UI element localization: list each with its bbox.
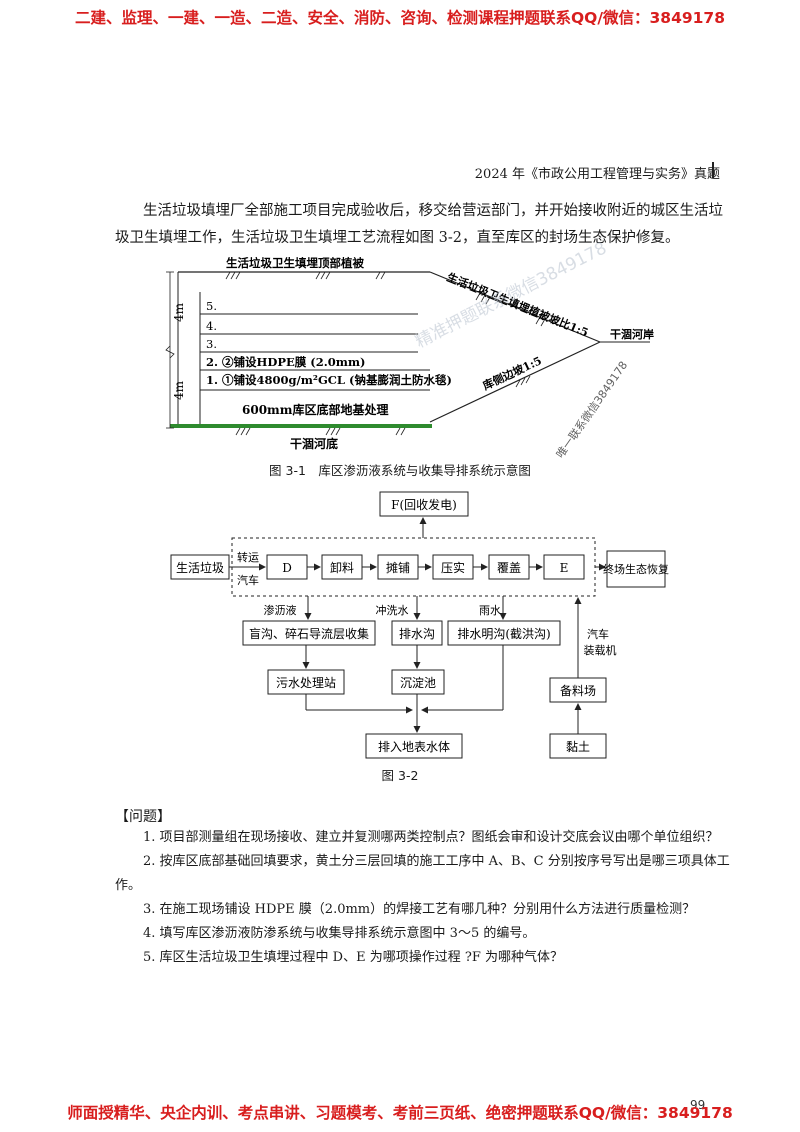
node-spread: 摊铺 [386, 561, 410, 575]
node-f: F(回收发电) [391, 497, 457, 512]
figure-3-2-caption: 图 3-2 [381, 768, 419, 783]
node-settling: 沉淀池 [400, 676, 436, 690]
top-label: 生活垃圾卫生填埋顶部植被 [226, 256, 364, 270]
label-washwater: 冲洗水 [376, 603, 409, 617]
layer-1: 1. ①铺设4800g/m²GCL (钠基膨润土防水毯) [206, 373, 452, 387]
node-d: D [282, 561, 292, 575]
node-sewage: 污水处理站 [276, 676, 336, 690]
question-5: 5. 库区生活垃圾卫生填埋过程中 D、E 为哪项操作过程 ?F 为哪种气体？ [143, 950, 563, 965]
node-transfer-top: 转运 [237, 550, 259, 564]
intro-paragraph: 生活垃圾填埋厂全部施工项目完成验收后，移交给营运部门，并开始接收附近的城区生活垃… [115, 203, 723, 246]
dim-upper: 4m [172, 302, 186, 322]
questions-title: 【问题】 [115, 809, 171, 825]
question-1: 1. 项目部测量组在现场接收、建立并复测哪两类控制点？图纸会审和设计交底会议由哪… [143, 830, 719, 845]
node-restore: 终场生态恢复 [603, 562, 669, 576]
label-leachate: 渗沥液 [264, 603, 297, 617]
node-open-ditch: 排水明沟(截洪沟) [457, 627, 550, 641]
dim-lower: 4m [172, 380, 186, 400]
figure-3-2: F(回收发电) 生活垃圾 转运 汽车 D 卸料 摊铺 压实 覆盖 E 终场生态恢… [170, 491, 669, 759]
question-4: 4. 填写库区渗沥液防渗系统与收集导排系统示意图中 3～5 的编号。 [143, 926, 536, 941]
node-e: E [560, 561, 569, 575]
node-clay: 黏土 [566, 740, 590, 754]
node-cover: 覆盖 [497, 561, 521, 575]
figure-3-1-caption: 图 3-1 库区渗沥液系统与收集导排系统示意图 [269, 463, 531, 478]
node-blind-ditch: 盲沟、碎石导流层收集 [249, 626, 369, 641]
question-2: 2. 按库区底部基础回填要求，黄土分三层回填的施工工序中 A、B、C 分别按序号… [115, 854, 730, 893]
label-rain: 雨水 [479, 604, 501, 617]
label-truck-bottom: 装载机 [584, 643, 617, 657]
layer-5: 5. [206, 299, 217, 313]
header-rule [712, 162, 714, 178]
bottom-banner: 师面授精华、央企内训、考点串讲、习题模考、考前三页纸、绝密押题联系QQ/微信：3… [67, 1104, 733, 1122]
node-compact: 压实 [441, 560, 465, 575]
layer-4: 4. [206, 319, 217, 333]
node-discharge: 排入地表水体 [378, 740, 450, 754]
node-unload: 卸料 [330, 560, 354, 575]
top-banner: 二建、监理、一建、一造、二造、安全、消防、咨询、检测课程押题联系QQ/微信：38… [74, 9, 725, 27]
question-3: 3. 在施工现场铺设 HDPE 膜（2.0mm）的焊接工艺有哪几种？分别用什么方… [143, 902, 696, 917]
layer-2: 2. ②铺设HDPE膜 (2.0mm) [206, 355, 366, 369]
label-truck-top: 汽车 [587, 627, 609, 641]
river-bank-label: 干涸河岸 [610, 327, 654, 341]
page-header: 2024 年《市政公用工程管理与实务》真题 [474, 167, 720, 182]
node-garbage: 生活垃圾 [176, 560, 224, 575]
layer-3: 3. [206, 337, 217, 351]
figure-3-1: 4m 4m 生活垃圾卫生填埋顶部植被 生活垃圾卫生填埋植被坡比1:5 库侧边坡1… [165, 256, 654, 450]
river-bed-label: 干涸河底 [290, 436, 338, 450]
base-label: 600mm库区底部地基处理 [242, 402, 388, 417]
page-number: 99 [690, 1098, 706, 1112]
node-drain-ditch: 排水沟 [399, 627, 435, 641]
node-material-yard: 备料场 [560, 684, 596, 698]
node-transfer-bottom: 汽车 [237, 573, 259, 587]
